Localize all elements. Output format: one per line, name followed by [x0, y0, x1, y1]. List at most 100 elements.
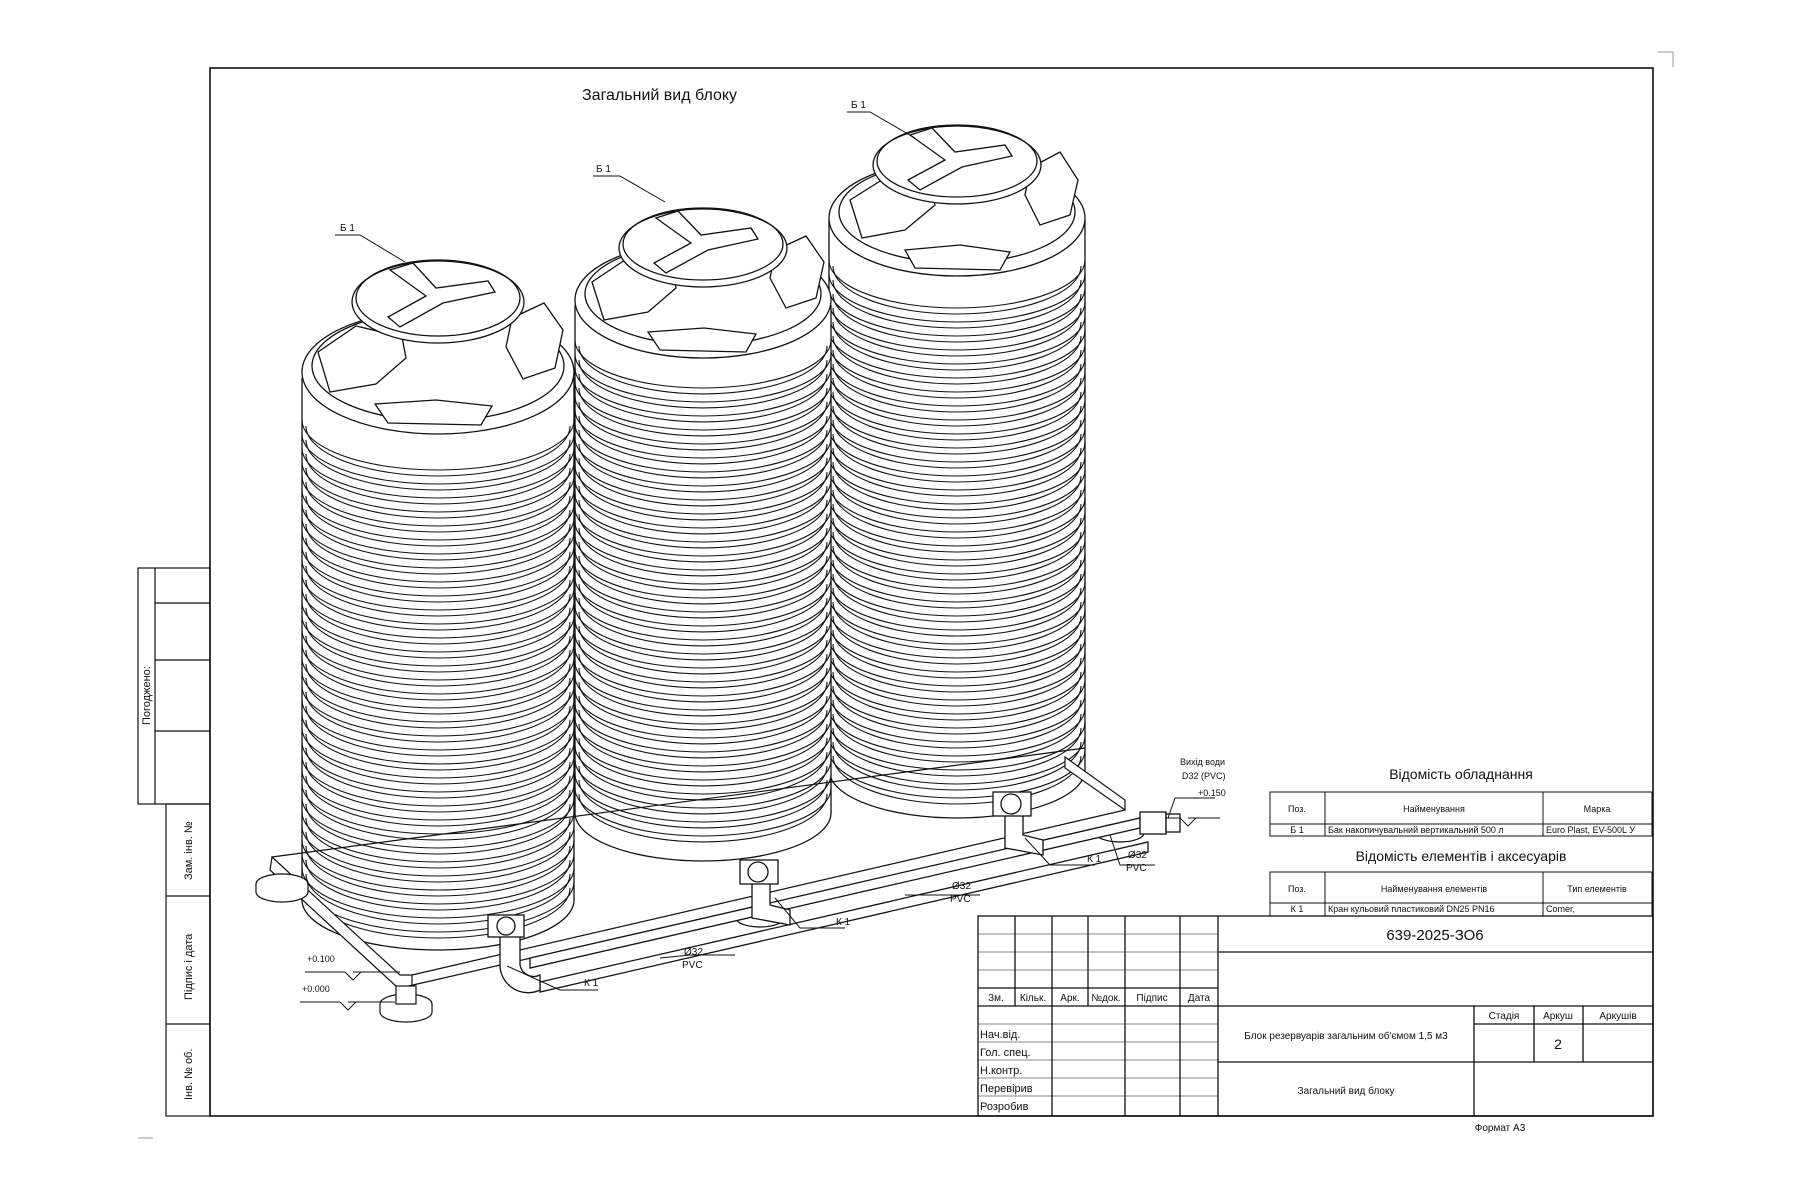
tank-rib-inner — [578, 779, 828, 829]
tank-rib — [574, 605, 832, 655]
tank-rib — [828, 581, 1086, 631]
tank-rib-inner — [832, 699, 1082, 749]
tank-rib-inner — [832, 279, 1082, 329]
tank-rib-inner — [305, 845, 571, 897]
tank-rib — [301, 825, 575, 877]
tank-rib — [301, 671, 575, 723]
tank-rib-inner — [305, 719, 571, 771]
tank-rib-inner — [305, 831, 571, 883]
tank-rib-inner — [832, 615, 1082, 665]
level-support: +0.100 — [307, 954, 335, 964]
tank-rib-inner — [832, 433, 1082, 483]
tb-col-data: Дата — [1188, 993, 1211, 1004]
tank-rib-inner — [305, 607, 571, 659]
stage-label: Стадія — [1489, 1011, 1520, 1022]
tank-rib — [828, 525, 1086, 575]
tank-rib-inner — [578, 681, 828, 731]
equipment-table-heading: Відомість обладнання — [1389, 766, 1533, 782]
tank-rib-inner — [832, 363, 1082, 413]
tank-rib — [301, 447, 575, 499]
tank-rib-inner — [832, 489, 1082, 539]
tank-rib-inner — [578, 793, 828, 843]
tank-rib — [301, 755, 575, 807]
tank-rib-inner — [578, 555, 828, 605]
support-frame — [255, 747, 1145, 1023]
tank-b — [574, 207, 832, 862]
tank-rib — [828, 595, 1086, 645]
elements-table-heading: Відомість елементів і аксесуарів — [1356, 848, 1567, 864]
tank-rib-inner — [578, 471, 828, 521]
tank-rib — [301, 573, 575, 625]
tank-rib — [574, 521, 832, 571]
tank-rib-inner — [578, 597, 828, 647]
tank-rib-inner — [578, 485, 828, 535]
tank-rib-inner — [832, 671, 1082, 721]
eq-col-name: Найменування — [1403, 804, 1465, 814]
tb-col-ark: Арк. — [1060, 993, 1079, 1004]
tank-rib-inner — [578, 569, 828, 619]
tank-rib-inner — [832, 531, 1082, 581]
tank-rib-inner — [578, 541, 828, 591]
tank-rib — [574, 745, 832, 795]
tank-rib — [828, 343, 1086, 393]
sheet-label: Аркуш — [1543, 1011, 1573, 1022]
tank-rib-inner — [578, 401, 828, 451]
tank-rib — [828, 273, 1086, 323]
tank-rib — [301, 727, 575, 779]
tank-rib — [828, 497, 1086, 547]
tank-rib — [828, 329, 1086, 379]
tank-rib-inner — [578, 709, 828, 759]
tank-rib-inner — [305, 789, 571, 841]
tank-rib-inner — [578, 527, 828, 577]
tank-rib-inner — [578, 387, 828, 437]
tank-rib-inner — [578, 737, 828, 787]
tank-rib-inner — [578, 751, 828, 801]
pipe-material-b: PVC — [950, 894, 971, 905]
el-col-pos: Поз. — [1288, 884, 1306, 894]
pipe-diameter-a: Ø32 — [684, 947, 703, 958]
tank-rib — [828, 455, 1086, 505]
tank-rib — [301, 741, 575, 793]
pipe-material-a: PVC — [682, 960, 703, 971]
tank-rib — [828, 357, 1086, 407]
tank-rib-inner — [305, 481, 571, 533]
tank-rib — [301, 615, 575, 667]
tank-rib — [828, 427, 1086, 477]
tank-rib-inner — [578, 765, 828, 815]
tank-rib — [574, 409, 832, 459]
tank-rib — [574, 549, 832, 599]
tank-rib — [301, 769, 575, 821]
tank-rib-inner — [305, 551, 571, 603]
side-signature-date: Підпис і дата — [183, 933, 195, 1000]
tank-rib — [828, 707, 1086, 757]
el-col-name: Найменування елементів — [1381, 884, 1487, 894]
tank-rib — [574, 633, 832, 683]
tank-rib — [828, 301, 1086, 351]
tank-rib-inner — [305, 761, 571, 813]
tank-rib-inner — [578, 611, 828, 661]
valve-label-b: К 1 — [836, 917, 851, 928]
tank-rib-inner — [305, 733, 571, 785]
tank-rib — [301, 685, 575, 737]
tank-rib-inner — [832, 391, 1082, 441]
tank-a — [301, 259, 575, 951]
tank-rib — [828, 469, 1086, 519]
tank-rib — [301, 839, 575, 891]
el-row-type: Comer, — [1546, 904, 1575, 914]
tank-rib-inner — [832, 685, 1082, 735]
tank-rib-inner — [832, 293, 1082, 343]
level-ground: +0.000 — [302, 984, 330, 994]
title-block-rows — [978, 933, 1218, 1097]
tank-rib — [828, 567, 1086, 617]
tank-rib — [574, 675, 832, 725]
sheet-name: Загальний вид блоку — [1298, 1085, 1395, 1097]
tank-rib — [301, 657, 575, 709]
tank-rib-inner — [578, 373, 828, 423]
tank-rib — [828, 693, 1086, 743]
tank-rib — [828, 637, 1086, 687]
tank-rib-inner — [578, 345, 828, 395]
tank-rib — [301, 853, 575, 905]
tank-rib — [828, 623, 1086, 673]
tb-col-kilk: Кільк. — [1020, 993, 1046, 1004]
eq-col-brand: Марка — [1584, 804, 1611, 814]
